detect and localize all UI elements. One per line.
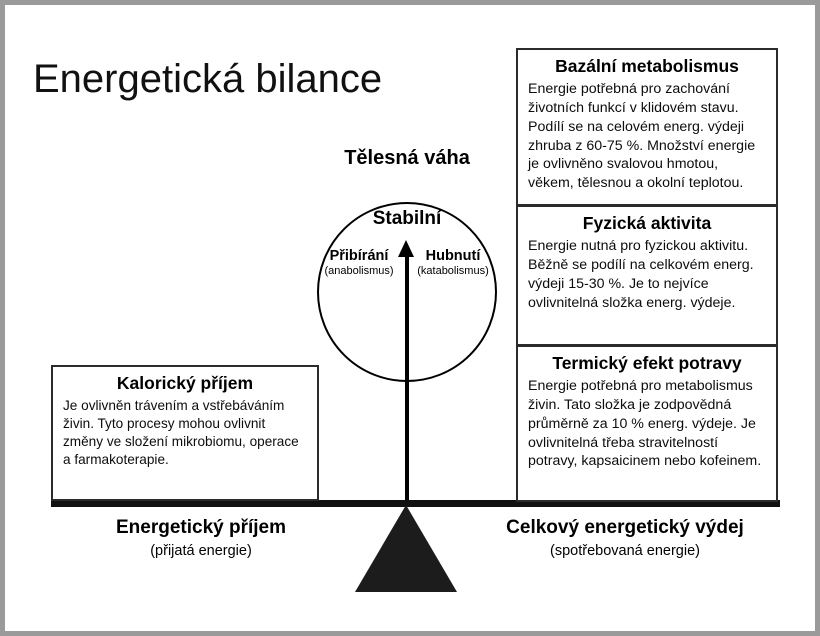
box-body-thermic-effect: Energie potřebná pro metabolismus živin.… [528,377,762,470]
box-body-basal-metabolism: Energie potřebná pro zachování životních… [528,80,756,192]
info-box-thermic-effect: Termický efekt potravy Energie potřebná … [516,345,778,502]
triangle-fulcrum-icon [355,505,457,592]
box-title-physical-activity: Fyzická aktivita [582,213,712,233]
caption-energy-expenditure: Celkový energetický výdej (spotřebovaná … [460,517,790,561]
weight-loss-main: Hubnutí [425,248,481,264]
caption-energy-expenditure-sub: (spotřebovaná energie) [550,542,700,559]
circle-weight-loss-label: Hubnutí (katabolismus) [405,248,501,277]
page-title: Energetická bilance [33,57,383,101]
info-box-caloric-intake: Kalorický příjem Je ovlivněn trávením a … [51,365,319,501]
info-box-basal-metabolism: Bazální metabolismus Energie potřebná pr… [516,48,778,206]
caption-energy-intake: Energetický příjem (přijatá energie) [51,517,351,561]
weight-loss-sub: (katabolismus) [417,264,489,277]
caption-energy-expenditure-main: Celkový energetický výdej [506,517,744,538]
caption-energy-intake-sub: (přijatá energie) [150,542,252,559]
up-arrow-shaft [405,253,409,503]
weight-gain-sub: (anabolismus) [324,264,394,277]
weight-gain-main: Přibírání [329,248,389,264]
balance-beam [51,500,780,507]
box-title-basal-metabolism: Bazální metabolismus [555,56,739,76]
box-body-caloric-intake: Je ovlivněn trávením a vstřebáváním živi… [63,397,299,468]
caption-energy-intake-main: Energetický příjem [115,517,287,538]
info-box-physical-activity: Fyzická aktivita Energie nutná pro fyzic… [516,205,778,346]
box-body-physical-activity: Energie nutná pro fyzickou aktivitu. Běž… [528,237,754,311]
scale-label: Tělesná váha [344,147,470,169]
box-title-thermic-effect: Termický efekt potravy [552,353,742,373]
circle-stable-label: Stabilní [372,208,442,229]
up-arrow-icon [398,240,414,257]
box-title-caloric-intake: Kalorický příjem [116,373,254,393]
circle-weight-gain-label: Přibírání (anabolismus) [311,248,407,277]
